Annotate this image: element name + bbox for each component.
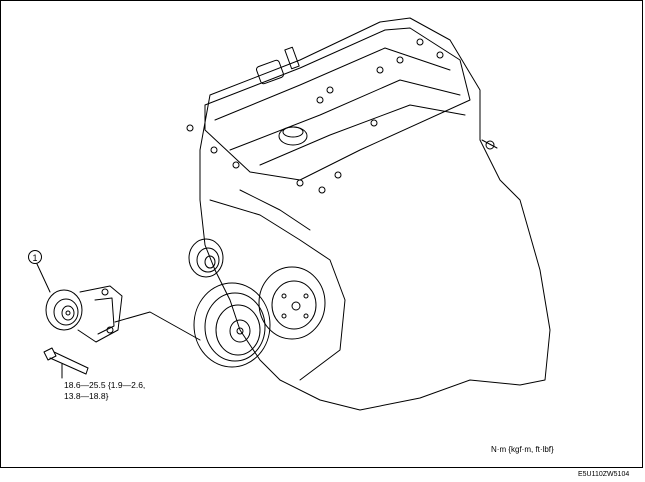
units-note: N·m {kgf·m, ft·lbf} (491, 445, 554, 454)
figure-frame (0, 0, 643, 468)
mount-leader (114, 311, 201, 341)
drive-belt-auto-tensioner (45, 285, 123, 343)
torque-spec-line1: 18.6—25.5 {1.9—2.6, (64, 380, 146, 390)
crankshaft-pulley (193, 282, 271, 368)
torque-spec-line2: 13.8—18.8} (64, 391, 109, 401)
figure-id: E5U110ZW5104 (578, 471, 630, 478)
oil-filler-cap (278, 126, 308, 146)
engine-block (199, 17, 551, 411)
bolt (43, 347, 89, 375)
ignition-coil (255, 59, 285, 85)
water-pump-pulley (258, 266, 326, 340)
cylinder-head-cover (204, 27, 471, 181)
callout-number: 1 (28, 250, 42, 264)
callout-leader (36, 263, 51, 293)
idler-pulley (188, 238, 224, 278)
